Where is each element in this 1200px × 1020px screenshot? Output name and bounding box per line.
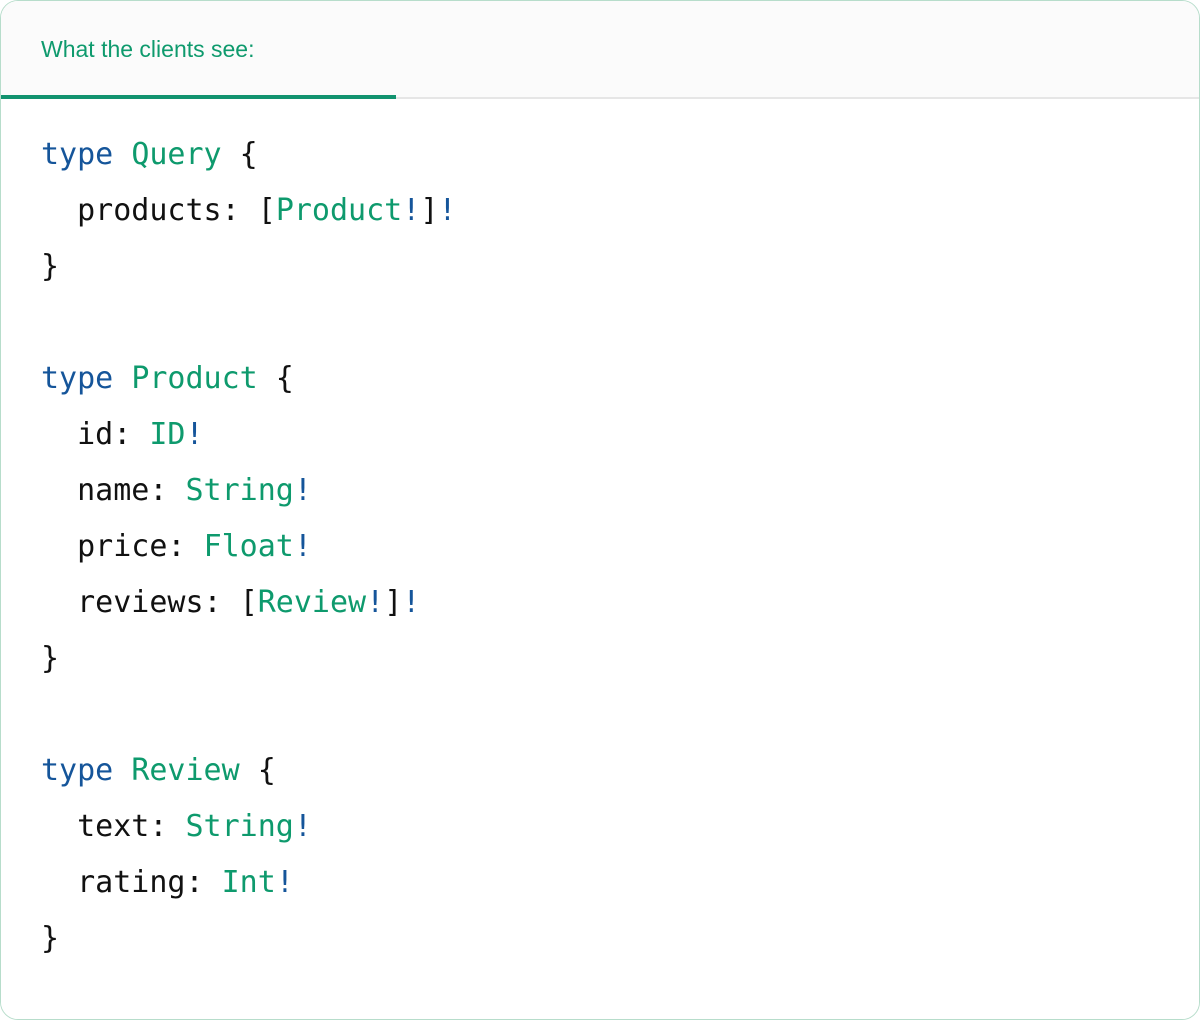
- code-line: reviews: [Review!]!: [41, 585, 420, 620]
- code-token: [: [239, 585, 258, 620]
- code-token: Product: [131, 361, 258, 396]
- code-token: [113, 753, 131, 788]
- code-token: name:: [41, 473, 186, 508]
- code-token: }: [41, 641, 60, 676]
- code-token: !: [293, 473, 312, 508]
- code-token: String: [185, 473, 294, 508]
- code-token: Query: [131, 137, 222, 172]
- code-line: products: [Product!]!: [41, 193, 456, 228]
- code-token: text:: [41, 809, 186, 844]
- code-line: id: ID!: [41, 417, 204, 452]
- code-token: }: [41, 249, 60, 284]
- code-token: ]: [384, 585, 403, 620]
- code-token: !: [366, 585, 385, 620]
- tab-bar: What the clients see:: [1, 1, 1199, 99]
- code-token: !: [275, 865, 294, 900]
- code-token: !: [185, 417, 204, 452]
- graphql-schema-code[interactable]: type Query { products: [Product!]! } typ…: [41, 127, 1159, 967]
- code-token: ID: [149, 417, 186, 452]
- tab-label: What the clients see:: [41, 35, 255, 62]
- code-line: }: [41, 641, 59, 676]
- code-token: type: [41, 753, 114, 788]
- code-line: }: [41, 249, 59, 284]
- code-token: [113, 361, 131, 396]
- code-token: String: [185, 809, 294, 844]
- code-line: }: [41, 921, 59, 956]
- code-token: Review: [257, 585, 367, 620]
- code-token: !: [438, 193, 457, 228]
- code-line: rating: Int!: [41, 865, 294, 900]
- code-token: {: [221, 137, 258, 172]
- code-token: !: [402, 585, 421, 620]
- code-token: type: [41, 137, 114, 172]
- code-area: type Query { products: [Product!]! } typ…: [1, 99, 1199, 1019]
- code-token: }: [41, 921, 60, 956]
- code-token: !: [293, 529, 312, 564]
- code-token: {: [239, 753, 276, 788]
- code-token: Float: [203, 529, 294, 564]
- code-line: name: String!: [41, 473, 312, 508]
- code-token: [: [257, 193, 276, 228]
- code-token: id:: [41, 417, 150, 452]
- code-token: [113, 137, 131, 172]
- code-line: type Review {: [41, 753, 276, 788]
- code-line: type Query {: [41, 137, 258, 172]
- code-token: rating:: [41, 865, 222, 900]
- code-token: {: [257, 361, 294, 396]
- code-token: !: [402, 193, 421, 228]
- tab-what-the-clients-see[interactable]: What the clients see:: [1, 1, 396, 99]
- code-line: text: String!: [41, 809, 312, 844]
- code-token: price:: [41, 529, 204, 564]
- code-token: ]: [420, 193, 439, 228]
- code-token: products:: [41, 193, 258, 228]
- code-token: Int: [221, 865, 276, 900]
- code-token: !: [293, 809, 312, 844]
- code-token: Review: [131, 753, 240, 788]
- code-token: reviews:: [41, 585, 240, 620]
- code-line: type Product {: [41, 361, 294, 396]
- code-token: type: [41, 361, 114, 396]
- code-token: Product: [275, 193, 403, 228]
- code-line: price: Float!: [41, 529, 312, 564]
